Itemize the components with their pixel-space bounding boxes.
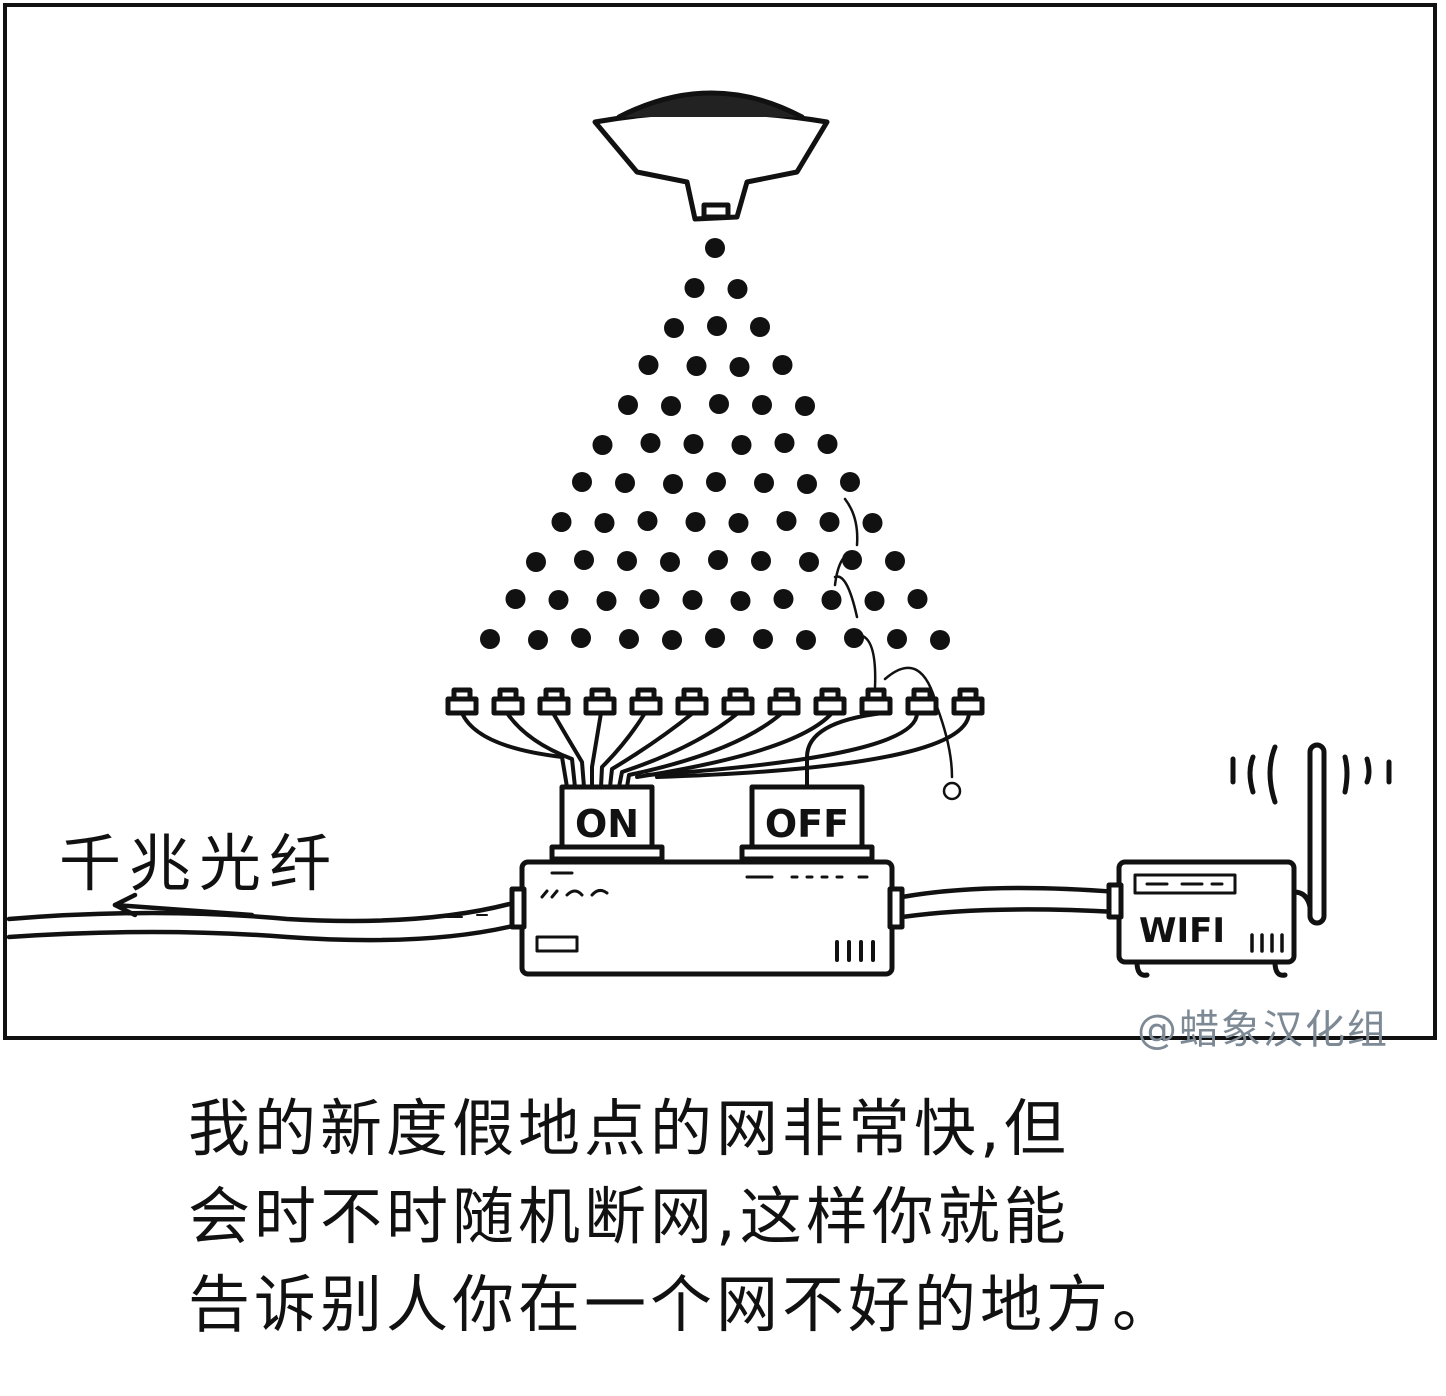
ball: [615, 473, 635, 493]
ball: [907, 589, 928, 609]
caption-line: 我的新度假地点的网非常快,但: [188, 1092, 1070, 1165]
wifi-router: WIFI: [1106, 742, 1392, 978]
connector-peg: [629, 687, 663, 716]
credit-watermark: @蜡象汉化组: [1137, 1007, 1389, 1053]
galton-balls: [480, 238, 950, 650]
connector-peg: [767, 687, 801, 716]
ball: [706, 472, 726, 492]
connector-peg: [675, 687, 709, 716]
connector-peg: [813, 687, 847, 716]
ball: [686, 356, 707, 376]
connector-peg: [491, 687, 525, 716]
comic-illustration: ON OFF: [7, 90, 1392, 978]
caption: 我的新度假地点的网非常快,但 会时不时随机断网,这样你就能 告诉别人你在一个网不…: [188, 1085, 1388, 1349]
ball: [596, 591, 617, 611]
ball: [660, 552, 680, 572]
connector-peg: [859, 687, 893, 716]
connector-peg: [905, 687, 939, 716]
ball: [664, 318, 684, 338]
ball: [709, 394, 729, 414]
ball: [773, 589, 794, 609]
ball: [840, 472, 860, 492]
connector-peg: [721, 687, 755, 716]
on-switch-box: ON: [549, 784, 665, 862]
ball: [772, 355, 793, 375]
ball: [730, 591, 751, 611]
ball: [505, 589, 526, 609]
on-wires: [460, 711, 971, 789]
ball: [821, 590, 842, 610]
ball: [729, 357, 750, 377]
ball: [663, 474, 683, 494]
connector-peg: [537, 687, 571, 716]
ball: [705, 238, 725, 258]
ball: [592, 435, 613, 455]
ball: [618, 395, 638, 415]
fiber-label: 千兆光纤: [59, 827, 340, 900]
ball: [661, 396, 681, 416]
comic-panel: ON OFF: [3, 3, 1437, 1053]
ball: [885, 551, 905, 571]
ball: [844, 628, 864, 648]
ball: [617, 551, 637, 571]
ball: [799, 552, 819, 572]
ball: [594, 513, 615, 533]
caption-line: 告诉别人你在一个网不好的地方。: [188, 1268, 1179, 1341]
hopper: [592, 90, 830, 222]
ball: [753, 629, 773, 649]
ball: [752, 395, 772, 415]
ball: [639, 589, 660, 609]
ball: [754, 473, 774, 493]
ball: [751, 551, 771, 571]
caption-line: 会时不时随机断网,这样你就能: [188, 1180, 1070, 1253]
ball: [526, 552, 546, 572]
switch-device: [509, 859, 905, 977]
ball: [817, 434, 838, 454]
ball: [774, 433, 795, 453]
ball: [640, 433, 661, 453]
connector-peg: [583, 687, 617, 716]
fiber-cable: [7, 892, 520, 943]
ball: [683, 434, 704, 454]
connector-row: [445, 687, 985, 716]
ball: [731, 435, 752, 455]
ball: [728, 513, 749, 533]
ball: [551, 512, 572, 532]
ball: [684, 278, 705, 298]
connector-peg: [445, 687, 479, 716]
ball: [776, 511, 797, 531]
wifi-label: WIFI: [1139, 911, 1225, 951]
ball: [574, 550, 594, 570]
ball: [548, 590, 569, 610]
on-label: ON: [575, 802, 639, 846]
off-switch-box: OFF: [739, 784, 875, 862]
ball: [571, 628, 591, 648]
router-cable: [899, 885, 1120, 920]
ball: [797, 474, 817, 494]
ball: [662, 630, 682, 650]
ball: [727, 279, 748, 299]
ball: [708, 550, 728, 570]
off-label: OFF: [765, 802, 849, 846]
ball: [637, 511, 658, 531]
ball: [864, 591, 885, 611]
ball: [638, 355, 659, 375]
ball: [682, 590, 703, 610]
ball: [705, 628, 725, 648]
ball: [796, 630, 816, 650]
ball: [862, 513, 883, 533]
ball: [930, 630, 950, 650]
ball: [480, 629, 500, 649]
connector-peg: [951, 687, 985, 716]
ball: [685, 512, 706, 532]
ball: [887, 629, 907, 649]
ball: [572, 472, 592, 492]
bounce-trail: [833, 497, 962, 801]
ball: [819, 512, 840, 532]
ball: [750, 317, 770, 337]
ball: [707, 316, 727, 336]
ball: [619, 629, 639, 649]
ball: [795, 396, 815, 416]
ball: [528, 630, 548, 650]
